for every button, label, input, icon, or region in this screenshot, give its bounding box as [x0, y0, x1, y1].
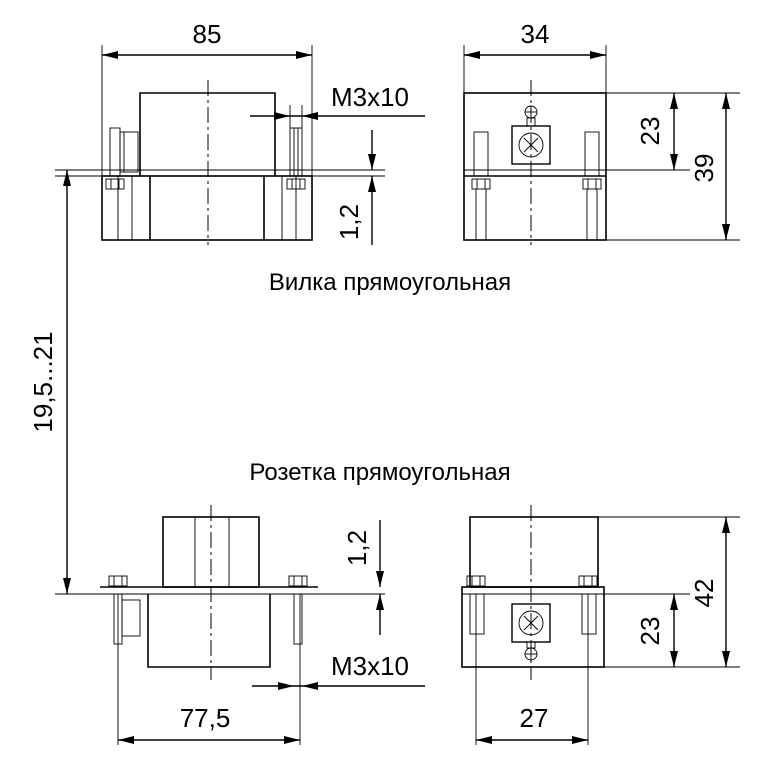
socket-front-view [55, 505, 385, 745]
socket-height-dimensions [598, 516, 740, 668]
plug-inner-height-label: 23 [635, 117, 665, 146]
plug-front-view [55, 80, 385, 245]
plug-plate-dimension [368, 130, 376, 245]
gap-dimension [63, 170, 71, 594]
plug-screw-dimension [250, 105, 425, 128]
plug-caption: Вилка прямоугольная [269, 269, 511, 296]
socket-screw-dimension [252, 682, 425, 690]
socket-width-dimension [118, 736, 300, 744]
plug-height-dimensions [606, 92, 740, 241]
plug-side-width-dimension [463, 45, 607, 93]
socket-screw-label: M3x10 [331, 651, 409, 681]
gap-label: 19,5...21 [28, 331, 58, 432]
plug-width-label: 85 [193, 19, 222, 49]
socket-side-width-label: 27 [520, 703, 549, 733]
socket-inner-height-label: 23 [635, 617, 665, 646]
socket-side-view [461, 505, 605, 745]
plug-screw-label: M3x10 [331, 82, 409, 112]
plug-total-height-label: 39 [689, 154, 719, 183]
socket-caption: Розетка прямоугольная [249, 459, 510, 486]
socket-width-label: 77,5 [180, 703, 231, 733]
plug-width-dimension [101, 45, 313, 176]
socket-total-height-label: 42 [689, 579, 719, 608]
socket-side-width-dimension [476, 736, 588, 744]
plug-side-width-label: 34 [521, 19, 550, 49]
socket-plate-dimension [376, 520, 384, 635]
socket-plate-label: 1,2 [342, 530, 372, 566]
plug-plate-label: 1,2 [334, 204, 364, 240]
plug-side-view [463, 80, 607, 245]
